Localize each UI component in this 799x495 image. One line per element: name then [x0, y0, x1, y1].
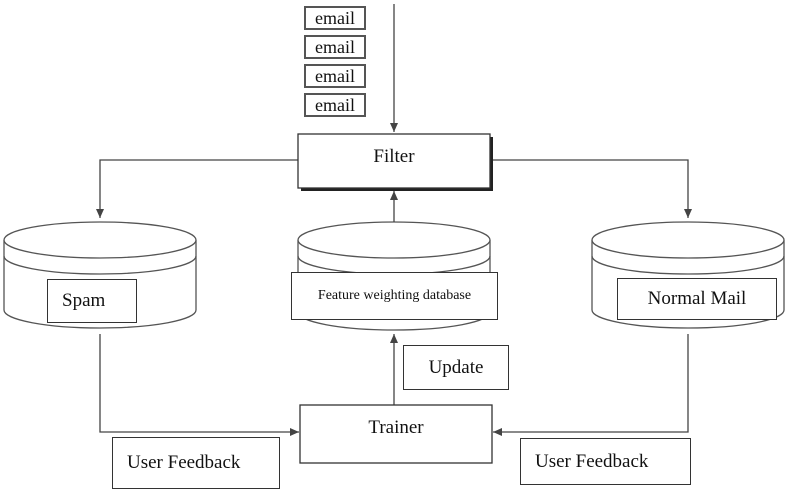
email-item: email — [304, 64, 366, 88]
user-feedback-left-label: User Feedback — [112, 437, 280, 489]
filter-to-spam-arrow — [96, 159, 298, 218]
update-label: Update — [403, 345, 509, 390]
trainer-label: Trainer — [368, 417, 424, 438]
email-item: email — [304, 35, 366, 59]
normal-mail-label: Normal Mail — [617, 278, 777, 320]
spam-label: Spam — [47, 279, 137, 323]
filter-label: Filter — [373, 146, 415, 167]
email-item: email — [304, 93, 366, 117]
normal-feedback-arrow — [493, 334, 689, 436]
spam-feedback-arrow — [99, 334, 299, 436]
trainer-box-frame — [299, 404, 493, 464]
email-item: email — [304, 6, 366, 30]
feature-database-label: Feature weighting database — [291, 272, 498, 320]
user-feedback-right-label: User Feedback — [520, 438, 691, 485]
filter-to-normal-arrow — [490, 159, 692, 218]
filter-box-frame — [297, 133, 491, 189]
